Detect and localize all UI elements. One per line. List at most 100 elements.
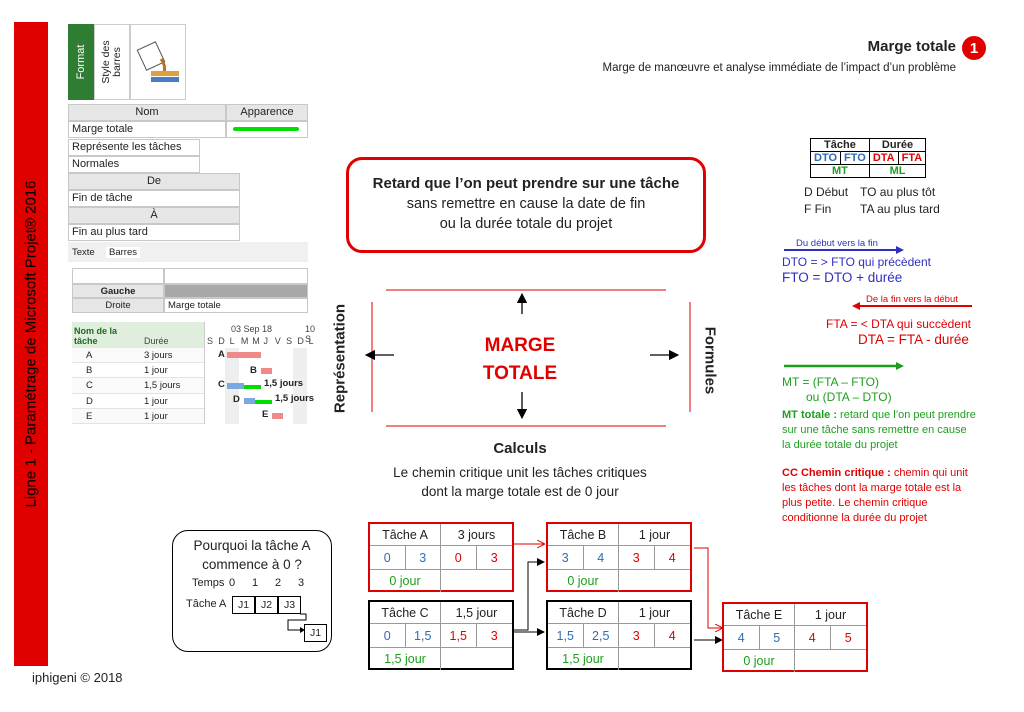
node-fta: 4 (668, 550, 676, 565)
label-grid-blank (72, 268, 164, 284)
node-empty (441, 648, 512, 670)
tab-texte[interactable]: Texte (72, 247, 95, 258)
center-frame (364, 289, 691, 427)
node-duration: 1 jour (638, 527, 671, 542)
tab-format[interactable]: Format (68, 24, 94, 100)
time-tick: 0 (229, 577, 236, 589)
page-subtitle: Marge de manœuvre et analyse immédiate d… (602, 62, 956, 74)
style-row-appearance[interactable] (226, 121, 308, 138)
tab-barres[interactable]: Barres (106, 247, 140, 258)
day-tick: M (252, 336, 260, 346)
day-tick: L (308, 336, 314, 346)
callout-line2: sans remettre en cause la date de fin (406, 196, 646, 212)
node-name: Tâche B (548, 524, 619, 545)
bar-label-d: D (233, 394, 240, 405)
node-duration: 1 jour (638, 605, 671, 620)
bar-label-c: C (218, 379, 225, 390)
legend-ta: TA au plus tard (860, 202, 940, 216)
task-duration: 1 jour (144, 410, 168, 422)
fin-plus-tard-value[interactable]: Fin au plus tard (68, 224, 240, 241)
bar-d[interactable] (244, 398, 255, 404)
copyright: iphigeni © 2018 (32, 670, 123, 685)
col-duration[interactable]: Durée (144, 336, 169, 346)
bar-styles-button[interactable]: Style des barres (94, 24, 130, 100)
day-tick: D (218, 336, 225, 346)
day-tick: S (207, 336, 214, 346)
tab-strip: Texte Barres (68, 242, 308, 262)
legend-dta: DTA (868, 151, 899, 165)
normales-value[interactable]: Normales (68, 156, 200, 173)
col-apparence: Apparence (226, 104, 308, 121)
task-duration: 1 jour (144, 365, 168, 377)
bar-e[interactable] (272, 413, 283, 419)
node-dto: 0 (370, 546, 406, 569)
j1-next-box: J1 (304, 624, 327, 642)
cc-def-text: chemin qui unit les tâches dont la marge… (782, 467, 968, 524)
task-duration: 1,5 jours (144, 380, 181, 392)
paint-bucket-icon[interactable] (130, 24, 186, 100)
marge-totale-title: MARGE TOTALE (420, 332, 620, 388)
bar-label-a: A (218, 349, 225, 360)
node-dto: 4 (724, 626, 760, 649)
node-dta: 1,5 (441, 624, 477, 647)
gauche-value[interactable] (164, 284, 308, 298)
week2-label: 10 S (305, 324, 316, 344)
callout-line3: ou la durée totale du projet (439, 216, 613, 232)
task-name: E (86, 410, 93, 422)
node-name: Tâche C (370, 602, 441, 623)
week-label: 03 Sep 18 (231, 324, 273, 334)
day-tick: V (274, 336, 281, 346)
calculs-line1: Le chemin critique unit les tâches criti… (393, 465, 647, 480)
gantt-row[interactable]: E 1 jour (72, 408, 204, 424)
day-tick: S (286, 336, 293, 346)
node-margin: 1,5 jour (370, 648, 441, 670)
node-fta: 5 (844, 630, 852, 645)
node-duration: 1 jour (814, 607, 847, 622)
gantt-header: Nom de la tâche Durée (72, 322, 204, 348)
gantt-row[interactable]: A 3 jours (72, 348, 204, 364)
slack-label-d: 1,5 jours (275, 393, 315, 404)
node-fto: 2,5 (584, 624, 619, 647)
legend-mt: MT (810, 164, 870, 178)
fin-tache-value[interactable]: Fin de tâche (68, 190, 240, 207)
bar-label-e: E (262, 409, 269, 420)
calculs-text: Le chemin critique unit les tâches criti… (360, 463, 680, 501)
task-duration: 1 jour (144, 395, 168, 407)
node-dta: 3 (619, 624, 655, 647)
node-name: Tâche A (370, 524, 441, 545)
task-duration: 3 jours (144, 350, 173, 361)
question-line2: commence à 0 ? (202, 557, 302, 572)
bar-b[interactable] (261, 368, 272, 374)
label-grid-blank2 (164, 268, 308, 284)
node-name: Tâche E (724, 604, 795, 625)
task-name: A (86, 350, 93, 361)
bar-a[interactable] (227, 352, 261, 358)
style-row-name[interactable]: Marge totale (68, 121, 226, 138)
col-task-name[interactable]: Nom de la tâche (74, 326, 118, 346)
green-bar-swatch (233, 127, 299, 131)
droite-value[interactable]: Marge totale (164, 298, 308, 313)
center-line2: TOTALE (482, 363, 558, 384)
node-empty (619, 570, 690, 592)
day-tick: D (297, 336, 304, 346)
j-arrow (287, 613, 307, 633)
node-fto: 1,5 (406, 624, 441, 647)
represente-label: Représente les tâches (68, 139, 200, 156)
question-box (172, 530, 332, 652)
formula-arrows (784, 246, 972, 370)
a-header: À (68, 207, 240, 224)
j1-box: J1 (232, 596, 255, 614)
gauche-label: Gauche (72, 284, 164, 298)
bar-c[interactable] (227, 383, 244, 389)
node-dta: 0 (441, 546, 477, 569)
formula-2b: DTA = FTA - durée (858, 332, 969, 347)
day-tick: M (240, 336, 249, 346)
